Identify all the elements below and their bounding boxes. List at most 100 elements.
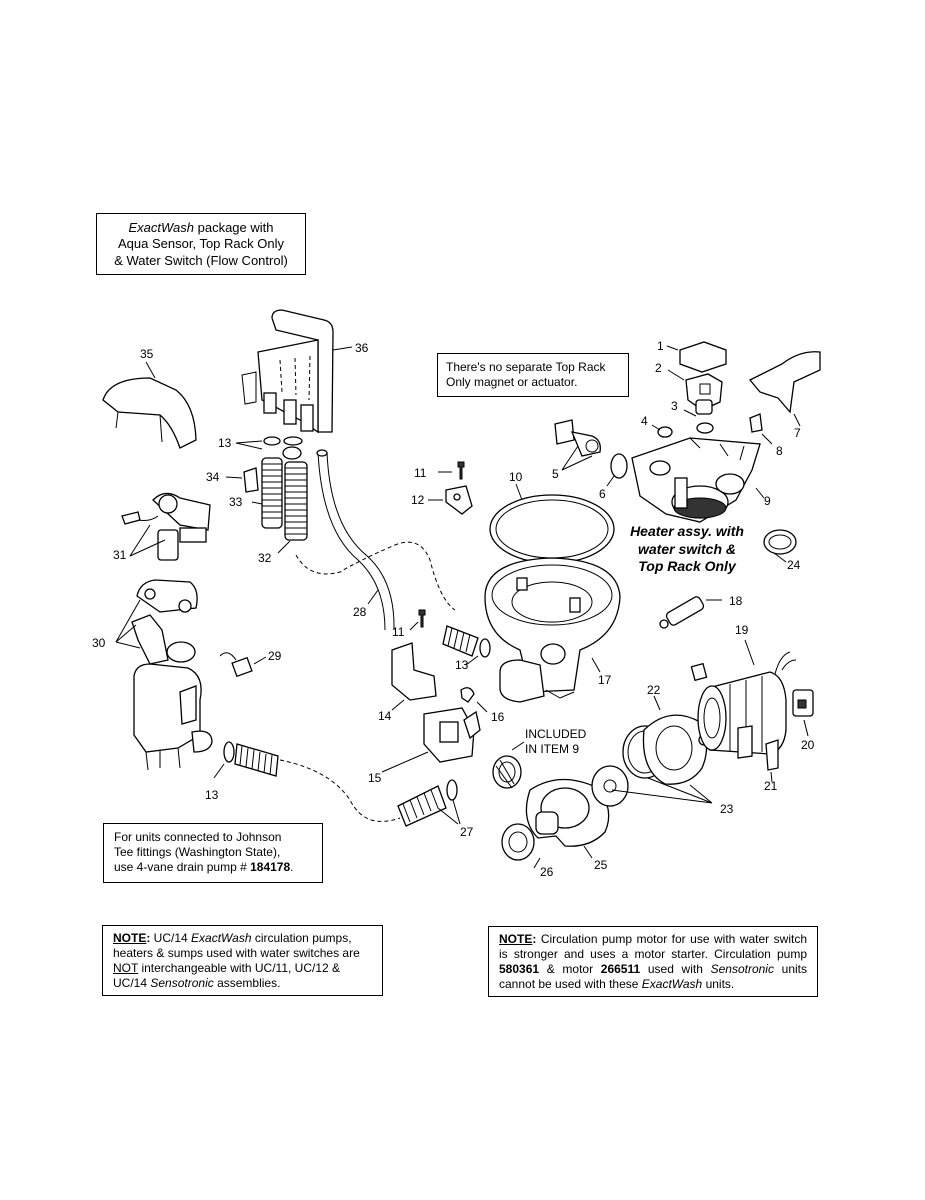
part-19-circulation-motor (690, 639, 797, 759)
callout-13-drain: 13 (205, 788, 219, 802)
part-32-corrugated-hose (277, 461, 308, 554)
part-15-drain-pump (381, 707, 481, 773)
callout-2: 2 (655, 361, 662, 375)
part-16-clip (460, 687, 488, 713)
drain-pump-part-number: 184178 (250, 860, 291, 874)
callout-7: 7 (794, 426, 801, 440)
note2-label: NOTE (499, 932, 533, 946)
callout-28: 28 (353, 605, 367, 619)
package-line3: & Water Switch (Flow Control) (114, 252, 288, 268)
included-line1: INCLUDED (525, 727, 587, 741)
note1-sensotronic: Sensotronic (150, 976, 214, 990)
part-13-sump-hose (442, 625, 491, 666)
heater-assembly-label: Heater assy. with water switch & Top Rac… (612, 523, 762, 576)
part-30-water-switch-parts (115, 579, 198, 665)
part-callout-labels: 1 2 3 4 5 6 7 8 9 10 11 11 12 13 13 13 1… (92, 339, 815, 879)
package-title-box: ExactWash package with Aqua Sensor, Top … (96, 213, 306, 275)
included-in-item-9-label: INCLUDED IN ITEM 9 (525, 727, 586, 757)
callout-18: 18 (729, 594, 743, 608)
note2-text1: Circulation pump motor for use with wate… (499, 932, 807, 961)
callout-20: 20 (801, 738, 815, 752)
part-28-hose (316, 449, 395, 631)
part-12-bracket (428, 485, 473, 515)
callout-34: 34 (206, 470, 220, 484)
callout-33: 33 (229, 495, 243, 509)
callout-25: 25 (594, 858, 608, 872)
part-31-aqua-sensor (121, 492, 211, 561)
pump-part-number: 580361 (499, 962, 540, 976)
part-7-shield (748, 351, 821, 427)
part-2-actuator (667, 369, 723, 411)
part-27-drain-hose (397, 779, 461, 827)
motor-part-number: 266511 (600, 962, 641, 976)
callout-19: 19 (735, 623, 749, 637)
note1-text2: circulation pumps, heaters & sumps used … (113, 931, 360, 960)
included-seal-item-9 (492, 741, 525, 789)
callout-31: 31 (113, 548, 127, 562)
part-10-sump-gasket (489, 483, 615, 564)
top-rack-note-line1: There's no separate Top Rack (446, 360, 606, 374)
heater-label-line2: water switch & (637, 540, 737, 557)
part-4-orings (651, 422, 714, 438)
part-13-drain-hose (213, 741, 279, 779)
package-line2: Aqua Sensor, Top Rack Only (118, 236, 284, 252)
top-rack-note-box: There's no separate Top Rack Only magnet… (437, 353, 629, 397)
callout-30: 30 (92, 636, 106, 650)
callout-24: 24 (787, 558, 801, 572)
part-26-rubber-boot (501, 823, 541, 869)
callout-11-lower: 11 (392, 625, 405, 639)
callout-6: 6 (599, 487, 606, 501)
part-33-corrugated-hose (251, 457, 283, 529)
note1-exactwash: ExactWash (191, 931, 252, 945)
note2-sensotronic: Sensotronic (710, 962, 774, 976)
callout-14: 14 (378, 709, 392, 723)
note2-text2: & motor (539, 962, 601, 976)
part-17-sump-assembly (484, 557, 621, 703)
part-8-clip (749, 413, 773, 445)
part-5-thermostat (554, 419, 601, 471)
part-3-water-switch (683, 399, 713, 417)
dashed-connector-drain (279, 759, 401, 822)
callout-36: 36 (355, 341, 369, 355)
johnson-end: . (290, 860, 294, 874)
callout-16: 16 (491, 710, 505, 724)
part-34-clip (225, 467, 259, 493)
johnson-line3: use 4-vane drain pump # (114, 860, 251, 874)
callout-27: 27 (460, 825, 474, 839)
top-rack-note-line2: Only magnet or actuator. (446, 375, 578, 389)
part-11-screw-lower (409, 609, 426, 631)
part-18-heater-sensor (659, 596, 722, 629)
part-1-cap (666, 341, 727, 373)
heater-label-line1: Heater assy. with (630, 523, 744, 539)
callout-13-top: 13 (218, 436, 232, 450)
callout-35: 35 (140, 347, 154, 361)
heater-label-line3: Top Rack Only (638, 558, 736, 574)
part-6-oring (606, 453, 628, 487)
callout-12: 12 (411, 493, 425, 507)
part-24-hose-clamp (763, 529, 797, 563)
note2-text4: units cannot be used with these (499, 962, 807, 991)
note1-text3: interchangeable with UC/11, UC/12 & UC/1… (113, 961, 341, 990)
callout-26: 26 (540, 865, 554, 879)
johnson-tee-note-box: For units connected to Johnson Tee fitti… (103, 823, 323, 883)
johnson-line1: For units connected to Johnson (114, 830, 282, 844)
callout-3: 3 (671, 399, 678, 413)
part-35-cover (102, 361, 197, 449)
note2-exactwash: ExactWash (641, 977, 703, 991)
note2-text3: used with (640, 962, 711, 976)
part-25-pump-housing (525, 778, 610, 859)
part-11-screw-upper (438, 461, 465, 480)
callout-5: 5 (552, 467, 559, 481)
part-21-motor-clip (765, 739, 779, 783)
package-brand: ExactWash (128, 220, 194, 235)
note-interchangeability-box: NOTE: UC/14 ExactWash circulation pumps,… (102, 925, 383, 996)
note1-label: NOTE (113, 931, 147, 945)
callout-15: 15 (368, 771, 382, 785)
drain-pump-housing (133, 663, 213, 771)
part-13-orings-top (235, 436, 303, 460)
note1-text4: assemblies. (213, 976, 281, 990)
part-36-vent-assembly (241, 309, 353, 434)
dashed-connector-hose (295, 541, 456, 611)
callout-9: 9 (764, 494, 771, 508)
